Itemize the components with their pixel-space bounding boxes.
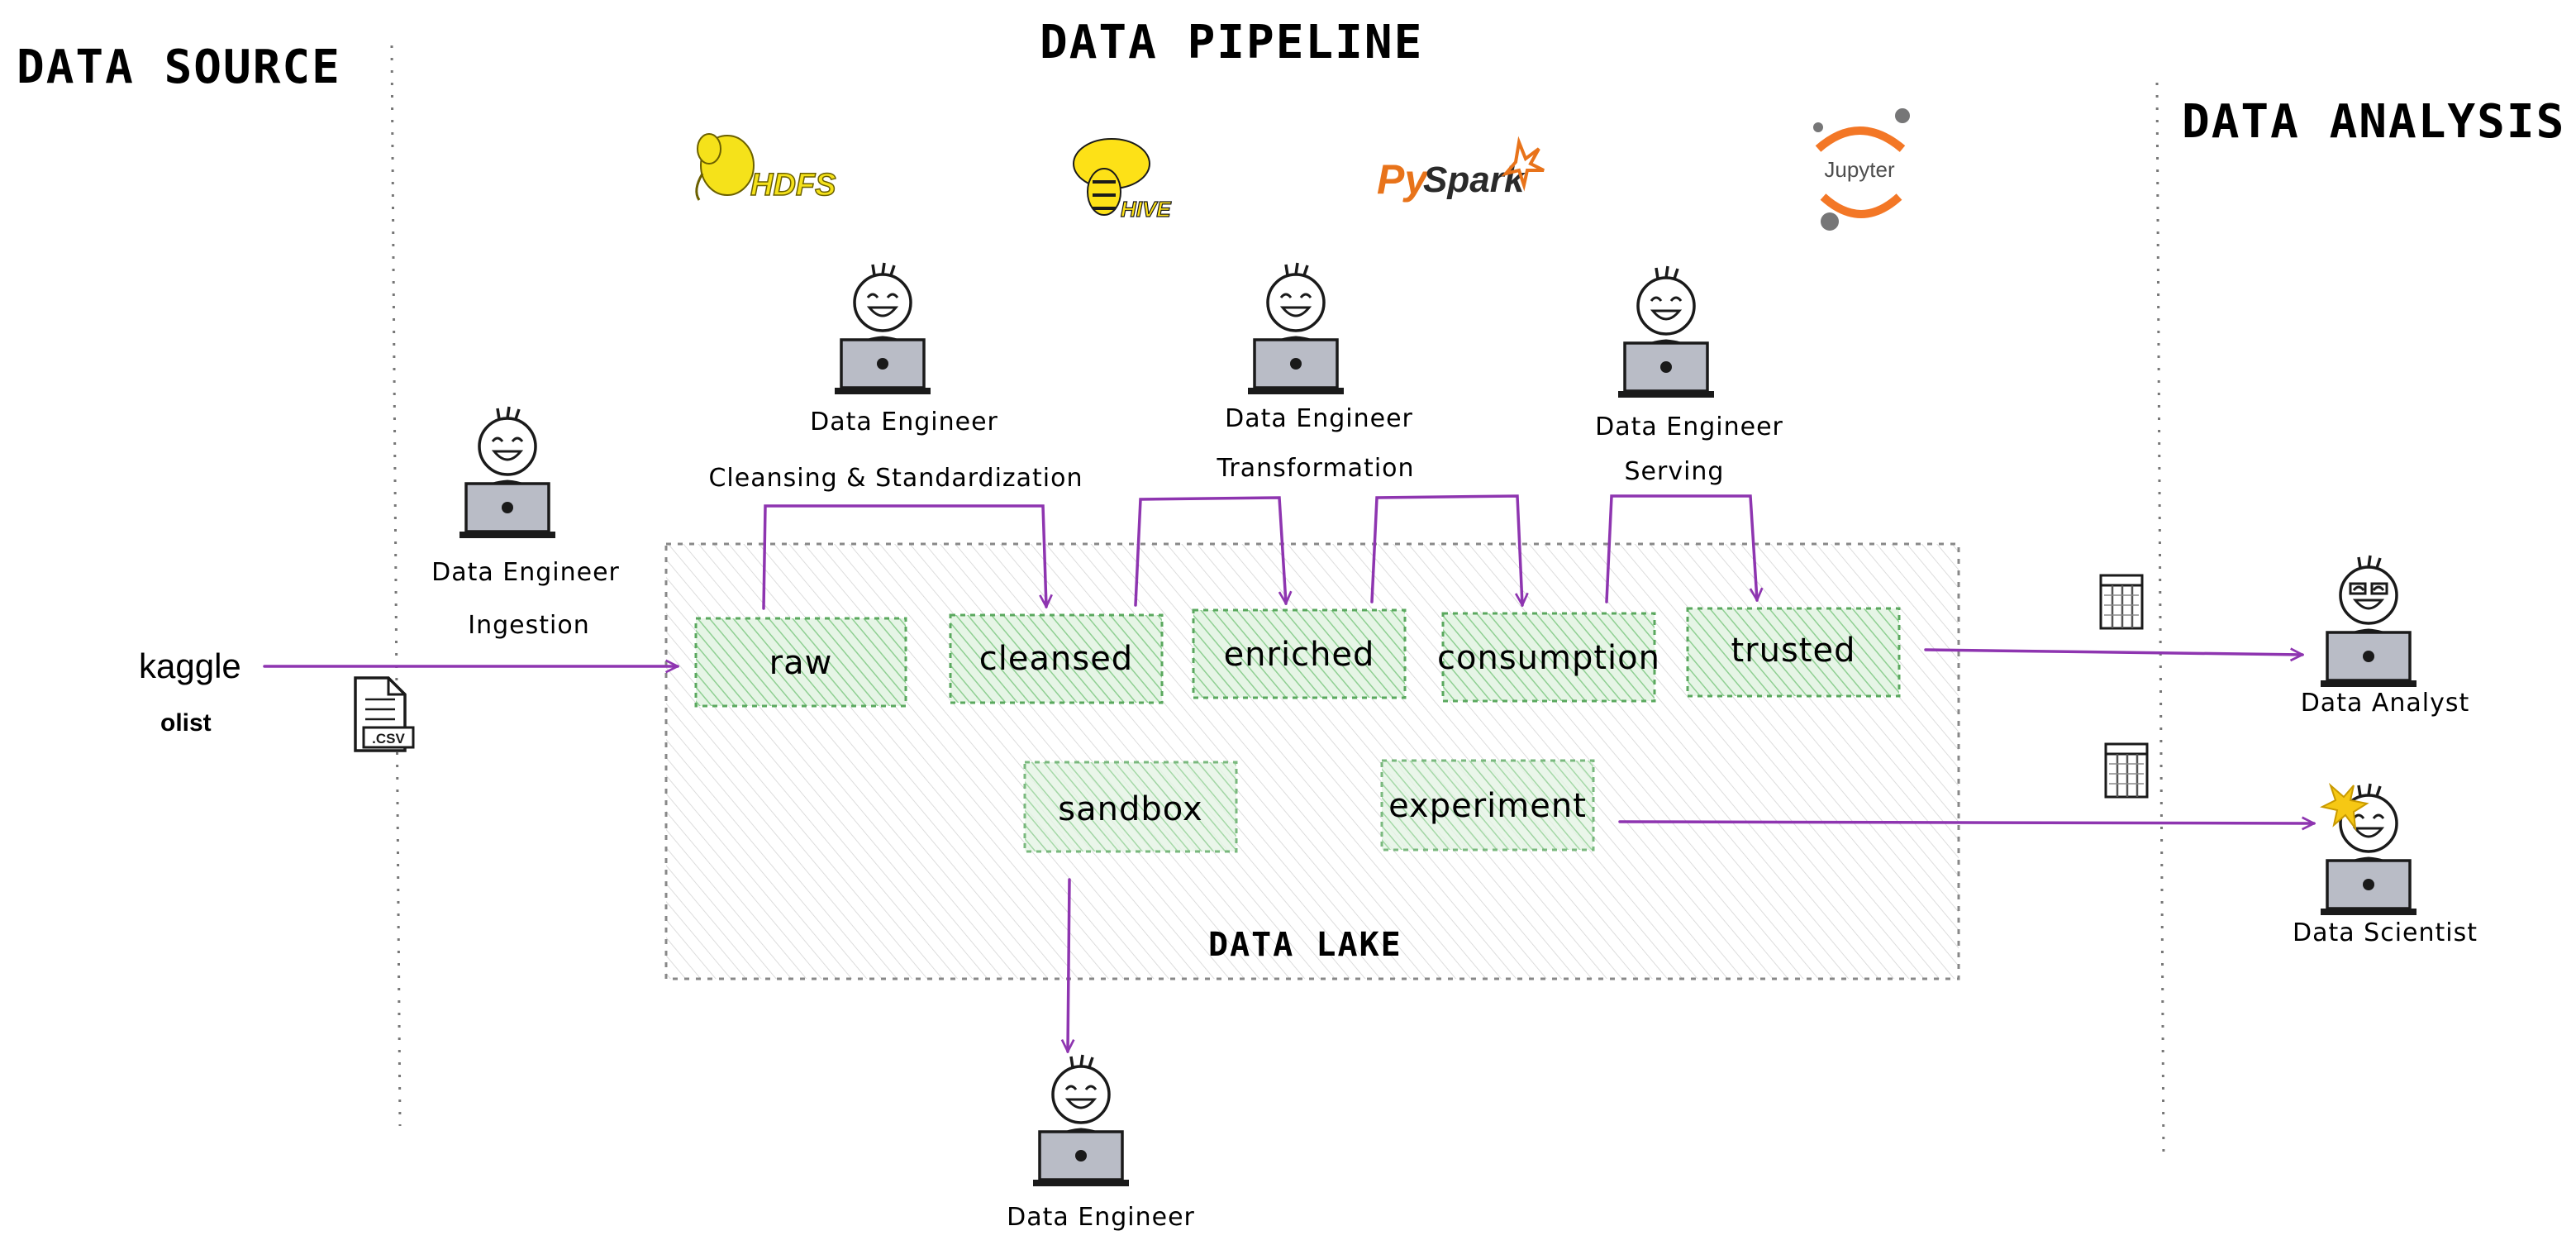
zone-raw-label: raw (769, 644, 833, 682)
engineer-ingestion-label: Data Engineer (431, 558, 620, 587)
zone-cleansed-label: cleansed (979, 640, 1133, 678)
csv-file-icon: .CSV (354, 676, 415, 752)
step-transformation-label: Transformation (1216, 454, 1414, 483)
olist-logo: olist (160, 709, 212, 737)
zone-consumption: consumption (1437, 612, 1660, 703)
arrow-enriched-to-consumption (1370, 494, 1522, 605)
data-source-title: DATA SOURCE (17, 41, 341, 94)
zone-cleansed: cleansed (949, 613, 1164, 704)
arrow-cleansed-to-enriched (1134, 496, 1286, 607)
zone-experiment: experiment (1380, 759, 1595, 851)
arrow-sandbox-to-engineer (1068, 878, 1069, 1052)
arrows (263, 494, 2314, 1052)
zone-experiment-label: experiment (1388, 787, 1587, 825)
analyst-label: Data Analyst (2301, 689, 2470, 718)
person-laptop-icon-ingestion (458, 405, 557, 540)
table-icon-experiment (2104, 742, 2149, 799)
zone-raw: raw (694, 617, 907, 708)
pyspark-spark-text: Spark (1423, 160, 1526, 200)
zone-sandbox-label: sandbox (1058, 790, 1202, 828)
person-laptop-icon-scientist (2319, 782, 2418, 917)
hdfs-logo-text: HDFS (750, 168, 836, 203)
step-serving-label: Serving (1625, 457, 1725, 486)
arrow-trusted-to-analyst (1924, 650, 2302, 655)
data-pipeline-title: DATA PIPELINE (1040, 16, 1423, 69)
person-laptop-icon-transformation (1246, 261, 1345, 396)
hdfs-logo: HDFS (695, 133, 836, 203)
person-laptop-icon-sandbox (1031, 1053, 1131, 1188)
zone-trusted: trusted (1686, 607, 1901, 698)
hive-logo-text: HIVE (1121, 197, 1171, 222)
data-analysis-title: DATA ANALYSIS (2182, 95, 2565, 149)
step-ingestion-label: Ingestion (468, 611, 589, 640)
arrow-consumption-to-trusted (1605, 494, 1757, 603)
analysis-divider (2155, 82, 2165, 1162)
engineer-serving-label: Data Engineer (1595, 413, 1783, 441)
pyspark-py-text: Py (1377, 156, 1429, 203)
kaggle-logo: kaggle (139, 646, 241, 685)
source-divider (390, 45, 402, 1127)
hive-logo: HIVE (1073, 138, 1172, 222)
step-cleansing-label: Cleansing & Standardization (708, 464, 1083, 493)
jupyter-logo: Jupyter (1813, 108, 1910, 231)
zone-sandbox: sandbox (1023, 761, 1238, 853)
zone-enriched: enriched (1192, 608, 1407, 699)
data-lake-title: DATA LAKE (1208, 926, 1402, 964)
person-laptop-icon-cleansing (833, 261, 932, 396)
pyspark-logo: Py Spark (1377, 136, 1545, 203)
jupyter-logo-text: Jupyter (1824, 157, 1895, 182)
arrow-experiment-to-scientist (1618, 822, 2314, 823)
table-icon-trusted (2099, 574, 2144, 630)
person-laptop-icon-analyst (2319, 554, 2418, 689)
person-laptop-icon-serving (1617, 265, 1716, 399)
zone-trusted-label: trusted (1731, 632, 1855, 670)
arrow-raw-to-cleansed (762, 504, 1046, 610)
scientist-label: Data Scientist (2293, 918, 2478, 947)
engineer-sandbox-label: Data Engineer (1007, 1203, 1195, 1232)
zone-enriched-label: enriched (1224, 636, 1375, 674)
engineer-cleansing-label: Data Engineer (810, 408, 998, 436)
csv-label: .CSV (372, 731, 405, 747)
engineer-transformation-label: Data Engineer (1225, 404, 1413, 433)
zone-consumption-label: consumption (1437, 639, 1660, 677)
